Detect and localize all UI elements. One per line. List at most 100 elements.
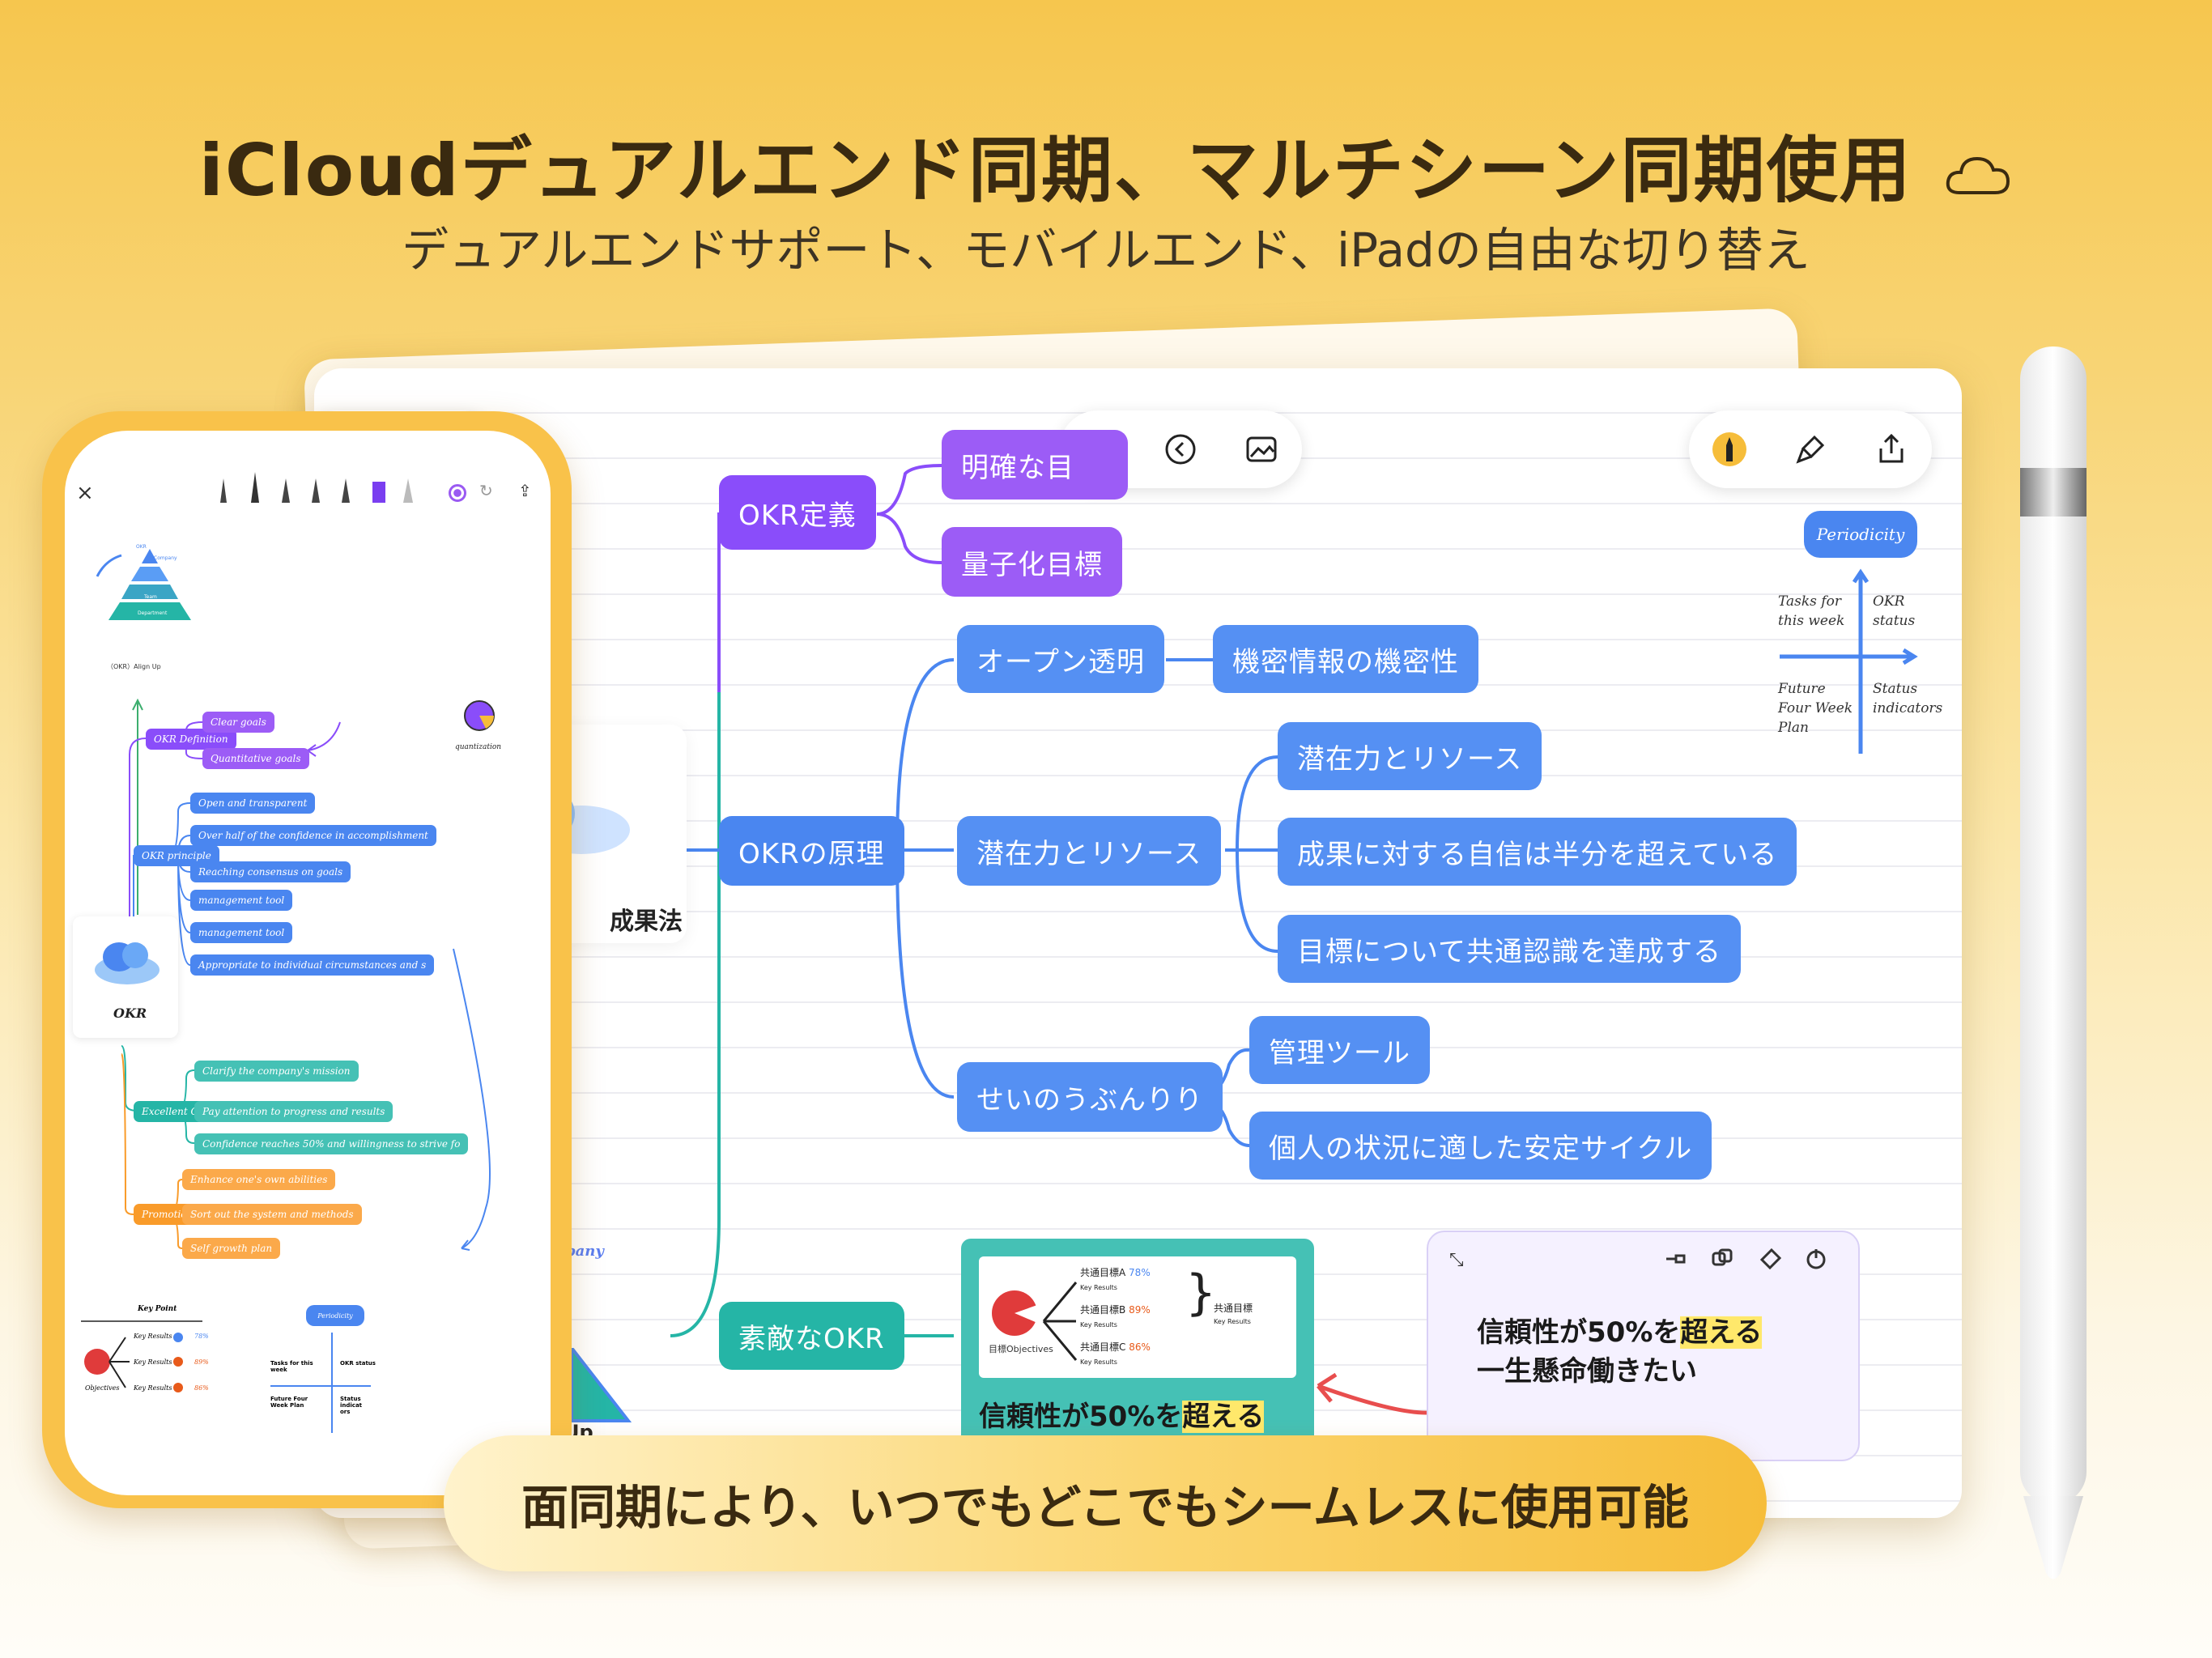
tablet-screen: 成果法 OKR定義 明確な目 量子化目標 オープン透明 機密情報の機密性 OKR… [314,368,1962,1518]
node-consensus[interactable]: 目標について共通認識を達成する [1278,915,1741,983]
ph-pr2[interactable]: Sort out the system and methods [182,1204,362,1225]
copy-icon[interactable] [1710,1247,1734,1271]
objective-pie-icon [992,1290,1040,1336]
keypoint-pct-1: 78% [194,1333,209,1340]
node-potential-2[interactable]: 潜在力とリソース [1278,722,1542,790]
keypoint-kr-3: Key Results [134,1384,172,1392]
faded-pyramid [572,1348,632,1422]
apple-pencil [2020,346,2087,1579]
ph-e3[interactable]: Confidence reaches 50% and willingness t… [194,1133,469,1154]
okr-card-image: 目標Objectives 共通目標A 78%Key Results 共通目標B … [979,1256,1296,1378]
kr-row-3: 共通目標C 86%Key Results [1080,1341,1151,1366]
ph-e1[interactable]: Clarify the company's mission [194,1061,359,1082]
ph-p1[interactable]: Open and transparent [190,793,316,814]
pen-icon[interactable] [1708,427,1751,471]
ph-p6[interactable]: Appropriate to individual circumstances … [190,954,435,976]
keypoint-diagram [81,1320,202,1392]
cloud-icon [1946,157,2010,195]
headline-text: iCloudデュアルエンド同期、マルチシーン同期使用 [198,129,1912,212]
okr-image-card[interactable]: 目標Objectives 共通目標A 78%Key Results 共通目標B … [961,1239,1314,1449]
ph-p5[interactable]: management tool [190,922,293,943]
node-potential[interactable]: 潜在力とリソース [957,816,1222,886]
phone-pen-toolbar [220,472,413,503]
node-mgmt-tool[interactable]: 管理ツール [1249,1016,1430,1084]
pyramid-caption: （OKR）Align Up [107,663,161,670]
ph-pr3[interactable]: Self growth plan [182,1238,281,1259]
mini-quadrant-title: Periodicity [306,1305,364,1326]
headline: iCloudデュアルエンド同期、マルチシーン同期使用 [0,113,2212,216]
back-icon[interactable] [1159,427,1202,471]
phone-share-icon[interactable]: ⇪ [518,481,532,500]
subline: デュアルエンドサポート、モバイルエンド、iPadの自由な切り替え [402,223,1810,278]
keypoint-pct-3: 86% [194,1384,209,1392]
eraser-icon[interactable] [1757,1247,1781,1271]
ph-pr1[interactable]: Enhance one's own abilities [182,1169,336,1190]
node-okr-principle[interactable]: OKRの原理 [719,816,904,886]
note-line2: 一生懸命働きたい [1477,1355,1697,1388]
resize-icon[interactable]: ⤡ [1449,1250,1464,1270]
phone-screen: × ↻ ⇪ OKR Company Team Department Person… [65,431,551,1495]
phone-redo-icon[interactable]: ↻ [479,481,493,500]
toolbar-right [1689,410,1932,488]
pyramid-department-label: Department [138,610,168,616]
node-confidence[interactable]: 成果に対する自信は半分を超えている [1278,818,1797,886]
bottom-banner: 面同期により、いつでもどこでもシームレスに使用可能 [444,1435,1767,1571]
pyramid-personal-label: Personal [138,628,162,635]
ph-quant[interactable]: Quantitative goals [202,748,309,769]
keypoint-kr-2: Key Results [134,1358,172,1366]
phone-close-icon[interactable]: × [76,481,94,505]
node-secret[interactable]: 機密情報の機密性 [1213,625,1478,693]
pyramid-company-label: Company [154,555,177,561]
quadrant-title: Periodicity [1804,511,1917,558]
kr-row-2: 共通目標B 89%Key Results [1080,1304,1151,1329]
quadrant-tl: Tasks for this week [1778,593,1845,629]
node-seinou[interactable]: せいのうぶんりり [957,1062,1223,1132]
phone-root-label: OKR [113,1005,147,1021]
power-icon[interactable] [1804,1247,1828,1271]
phone-root-node[interactable]: OKR [73,916,178,1038]
ph-p2[interactable]: Over half of the confidence in accomplis… [190,825,436,846]
keypoint-title: Key Point [138,1305,177,1313]
periodicity-quadrant: Periodicity Tasks for this week OKR stat… [1763,511,1962,762]
ph-p3[interactable]: Reaching consensus on goals [190,861,351,882]
node-open[interactable]: オープン透明 [957,625,1164,693]
ph-p4[interactable]: management tool [190,890,293,911]
pyramid-top-label: OKR [136,544,147,550]
node-clear-goal[interactable]: 明確な目 [942,430,1128,500]
kr-row-1: 共通目標A 78%Key Results [1080,1267,1151,1291]
quantization-pie-icon [464,700,495,731]
root-label: 成果法 [610,908,683,936]
quantization-label: quantization [455,743,502,751]
mini-quadrant-tl: Tasks for this week [270,1360,313,1373]
marker-icon[interactable] [1789,427,1832,471]
keypoint-kr-1: Key Results [134,1333,172,1340]
note-popup[interactable]: ⤡ 信頼性が50%を超える 一生懸命働きたい [1427,1231,1860,1461]
note-highlight: 超える [1680,1316,1763,1349]
phone-cloud-logo-icon [95,942,160,984]
mini-quadrant-bl: Future Four Week Plan [270,1396,308,1409]
node-nice-okr[interactable]: 素敵なOKR [719,1302,904,1370]
keypoint-pct-2: 89% [194,1358,209,1366]
faded-company-label: pany [565,1243,604,1260]
phone-pyramid [96,549,191,620]
mini-quadrant-br: Status indicat ors [340,1396,363,1415]
node-quant-goal[interactable]: 量子化目標 [942,527,1122,597]
note-line1: 信頼性が50%を [1477,1316,1681,1349]
note-text: 信頼性が50%を超える 一生懸命働きたい [1477,1313,1763,1391]
share-icon[interactable] [1870,427,1913,471]
link-icon[interactable] [1663,1247,1687,1271]
image-icon[interactable] [1240,427,1283,471]
phone-color-picker[interactable] [449,484,466,502]
phone-keypoint: Key Point Objectives Key Results Key Res… [73,1305,267,1418]
note-toolbar [1663,1247,1828,1271]
pyramid-team-label: Team [144,594,157,600]
node-okr-definition[interactable]: OKR定義 [719,475,876,550]
ph-clear[interactable]: Clear goals [202,712,274,733]
node-cycle[interactable]: 個人の状況に適した安定サイクル [1249,1112,1712,1180]
ph-e2[interactable]: Pay attention to progress and results [194,1101,393,1122]
quadrant-br: Status indicators [1873,681,1943,716]
card-branches [1042,1282,1078,1361]
mini-quadrant-axes [270,1333,371,1433]
mini-quadrant-tr: OKR status [340,1360,376,1367]
